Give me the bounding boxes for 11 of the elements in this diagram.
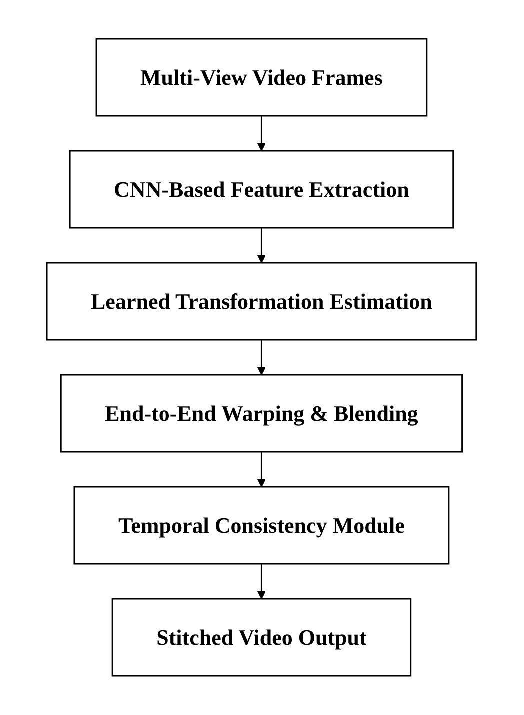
- node-box: Temporal Consistency Module: [74, 486, 450, 565]
- node-box: Stitched Video Output: [112, 598, 412, 677]
- arrow: [258, 228, 266, 264]
- arrow: [258, 564, 266, 600]
- arrow: [258, 116, 266, 152]
- arrow: [258, 452, 266, 488]
- node-box: CNN-Based Feature Extraction: [70, 150, 454, 229]
- node-box: End-to-End Warping & Blending: [60, 374, 464, 453]
- node-box: Learned Transformation Estimation: [46, 262, 478, 341]
- arrow: [258, 340, 266, 376]
- node-box: Multi-View Video Frames: [96, 38, 428, 117]
